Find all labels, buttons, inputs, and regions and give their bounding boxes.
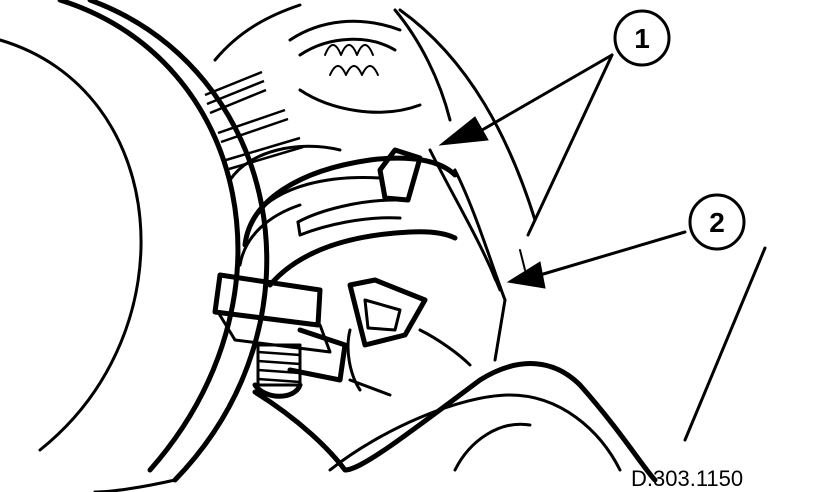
housing-ribs <box>204 3 342 182</box>
mounting-bracket-bolt <box>212 272 348 399</box>
callout-leaders <box>438 53 767 442</box>
callout-2-label: 2 <box>709 207 725 238</box>
top-spring-assembly <box>288 8 537 222</box>
callout-1-label: 1 <box>634 23 650 54</box>
arrow-1-clamp <box>438 116 489 146</box>
reference-code: D.303.1150 <box>631 466 743 491</box>
arrow-2-hose <box>506 261 546 289</box>
callout-1: 1 <box>613 9 671 67</box>
large-round-housing <box>0 0 270 492</box>
lower-housing <box>252 361 658 483</box>
callout-2: 2 <box>688 193 746 251</box>
connector-clip <box>346 277 472 397</box>
hose-with-clamp <box>238 147 526 362</box>
